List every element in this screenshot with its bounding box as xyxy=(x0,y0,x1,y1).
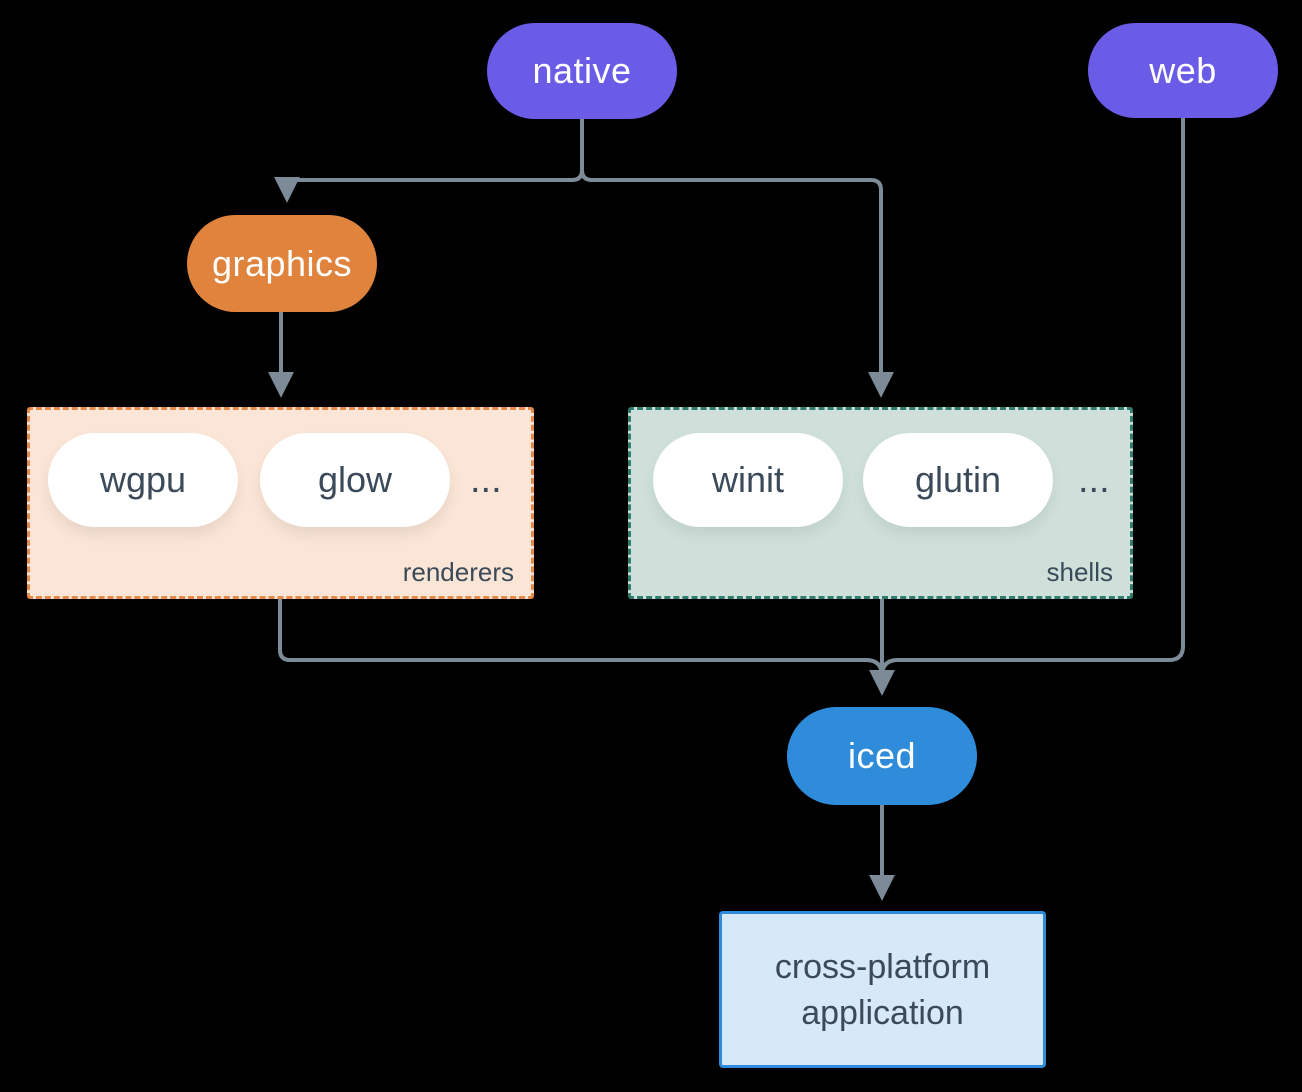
group-shells: winit glutin ... shells xyxy=(628,407,1133,599)
node-cross-platform-application: cross-platform application xyxy=(719,911,1046,1068)
arrow-native-to-shells xyxy=(580,118,894,398)
node-web-label: web xyxy=(1149,49,1217,91)
node-glow: glow xyxy=(260,433,450,527)
node-iced: iced xyxy=(787,707,977,805)
node-web: web xyxy=(1088,23,1278,118)
node-native: native xyxy=(487,23,677,119)
shells-group-label: shells xyxy=(1046,557,1113,587)
node-iced-label: iced xyxy=(847,735,917,776)
node-glow-label: glow xyxy=(317,459,393,500)
node-graphics-label: graphics xyxy=(211,242,353,284)
arrow-native-to-graphics xyxy=(274,118,584,203)
node-wgpu: wgpu xyxy=(48,433,238,527)
node-winit-label: winit xyxy=(711,459,785,500)
node-wgpu-label: wgpu xyxy=(99,459,187,500)
node-glutin: glutin xyxy=(863,433,1053,527)
renderers-group-label: renderers xyxy=(402,557,514,587)
line-renderers-to-merge xyxy=(278,599,884,677)
application-label-line-1: cross-platform xyxy=(774,947,991,986)
node-graphics: graphics xyxy=(187,215,377,312)
shells-ellipsis: ... xyxy=(1078,458,1110,501)
application-label-line-2: application xyxy=(801,993,964,1032)
node-native-label: native xyxy=(532,50,632,91)
node-winit: winit xyxy=(653,433,843,527)
node-glutin-label: glutin xyxy=(914,459,1002,500)
renderers-ellipsis: ... xyxy=(470,458,502,501)
group-renderers: wgpu glow ... renderers xyxy=(27,407,534,599)
